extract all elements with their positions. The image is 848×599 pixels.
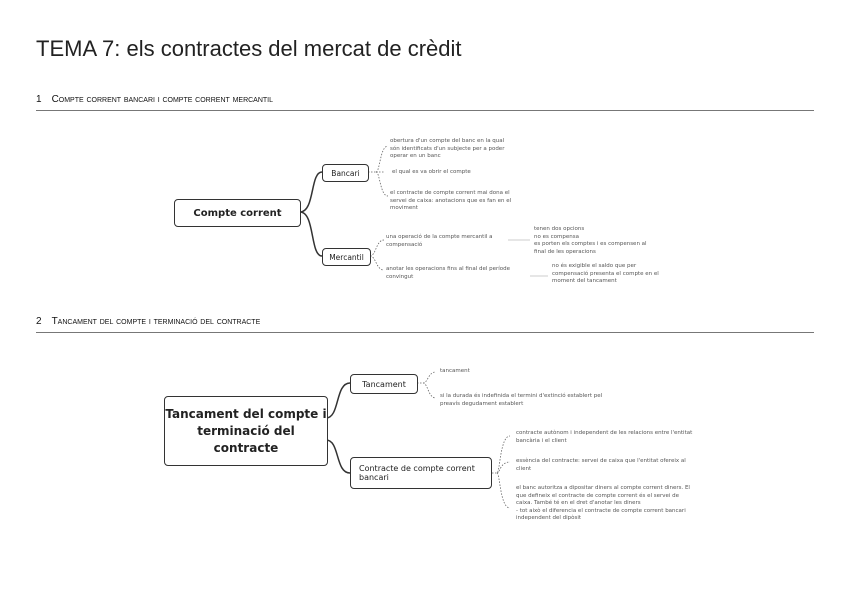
leaf-text: essència del contracte: servei de caixa … <box>516 458 686 472</box>
divider <box>36 110 814 111</box>
root-node-compte-corrent[interactable]: Compte corrent <box>174 199 301 227</box>
leaf-text: anotar les operacions fins al final del … <box>386 266 511 280</box>
leaf-text: no és exigible el saldo que per compensa… <box>552 263 659 284</box>
leaf-text: el banc autoritza a dipositar diners al … <box>516 485 690 521</box>
leaf-text: tancament <box>440 368 470 374</box>
divider <box>36 332 814 333</box>
node-tancament[interactable]: Tancament <box>350 374 418 394</box>
node-contracte-compte-corrent[interactable]: Contracte de compte corrent bancari <box>350 457 492 489</box>
leaf-text: el contracte de compte corrent mai dona … <box>390 190 512 211</box>
leaf-text: una operació de la compte mercantil a co… <box>386 234 493 248</box>
leaf-text: el qual es va obrir el compte <box>392 169 471 175</box>
leaf-text: obertura d'un compte del banc en la qual… <box>390 138 505 159</box>
node-bancari[interactable]: Bancari <box>322 164 369 182</box>
leaf-text: si la durada és indefinida el termini d'… <box>440 393 603 407</box>
page-title: TEMA 7: els contractes del mercat de crè… <box>36 36 462 61</box>
node-mercantil[interactable]: Mercantil <box>322 248 371 266</box>
leaf-text: contracte autònom i independent de les r… <box>516 430 693 444</box>
root-node-tancament[interactable]: Tancament del compte i terminació del co… <box>164 396 328 466</box>
leaf-text: tenen dos opcions no es compensa es port… <box>534 226 647 255</box>
